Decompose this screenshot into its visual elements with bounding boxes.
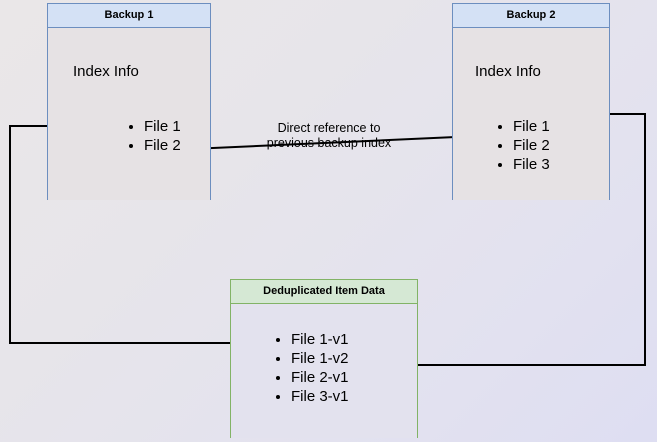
deduplicated-item-data-body: File 1-v1 File 1-v2 File 2-v1 File 3-v1 [231,304,417,438]
direct-reference-line-2: previous backup index [266,136,392,150]
backup-2-body: Index Info File 1 File 2 File 3 [453,28,609,200]
backup-1-body: Index Info File 1 File 2 [48,28,210,200]
direct-reference-annotation: Direct reference to previous backup inde… [246,121,412,151]
deduplicated-item-data-box: Deduplicated Item Data File 1-v1 File 1-… [230,279,418,438]
list-item: File 3 [513,155,550,174]
list-item: File 2 [513,136,550,155]
list-item: File 1 [513,117,550,136]
backup-2-box: Backup 2 Index Info File 1 File 2 File 3 [452,3,610,200]
deduplicated-item-data-title: Deduplicated Item Data [231,280,417,304]
backup-1-file-list: File 1 File 2 [126,117,181,155]
backup-1-box: Backup 1 Index Info File 1 File 2 [47,3,211,200]
list-item: File 1 [144,117,181,136]
list-item: File 2-v1 [291,368,349,387]
backup-1-title: Backup 1 [48,4,210,28]
list-item: File 1-v2 [291,349,349,368]
dedup-file-list: File 1-v1 File 1-v2 File 2-v1 File 3-v1 [273,330,349,406]
backup-1-index-info-label: Index Info [73,63,139,80]
list-item: File 3-v1 [291,387,349,406]
backup-2-index-info-label: Index Info [475,63,541,80]
direct-reference-line-1: Direct reference to [277,121,381,135]
backup-2-title: Backup 2 [453,4,609,28]
list-item: File 2 [144,136,181,155]
list-item: File 1-v1 [291,330,349,349]
backup-2-file-list: File 1 File 2 File 3 [495,117,550,174]
